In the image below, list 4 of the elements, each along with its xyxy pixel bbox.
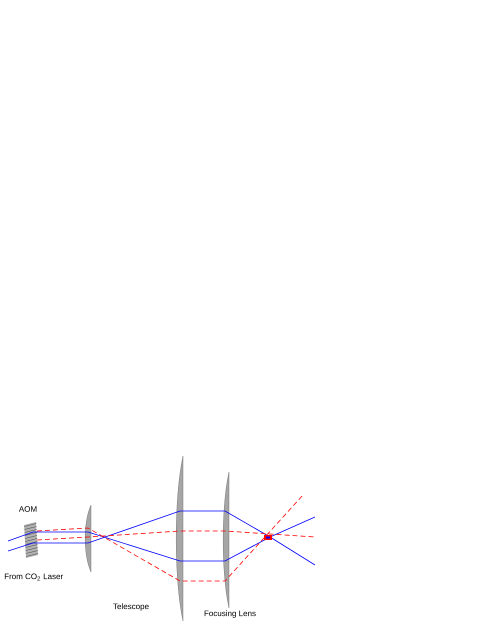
label: Telescope: [113, 603, 149, 611]
label: AOM: [18, 506, 36, 512]
label: Focusing Lens: [204, 610, 256, 618]
label: From CO$_{2}$ Laser: [4, 574, 64, 581]
